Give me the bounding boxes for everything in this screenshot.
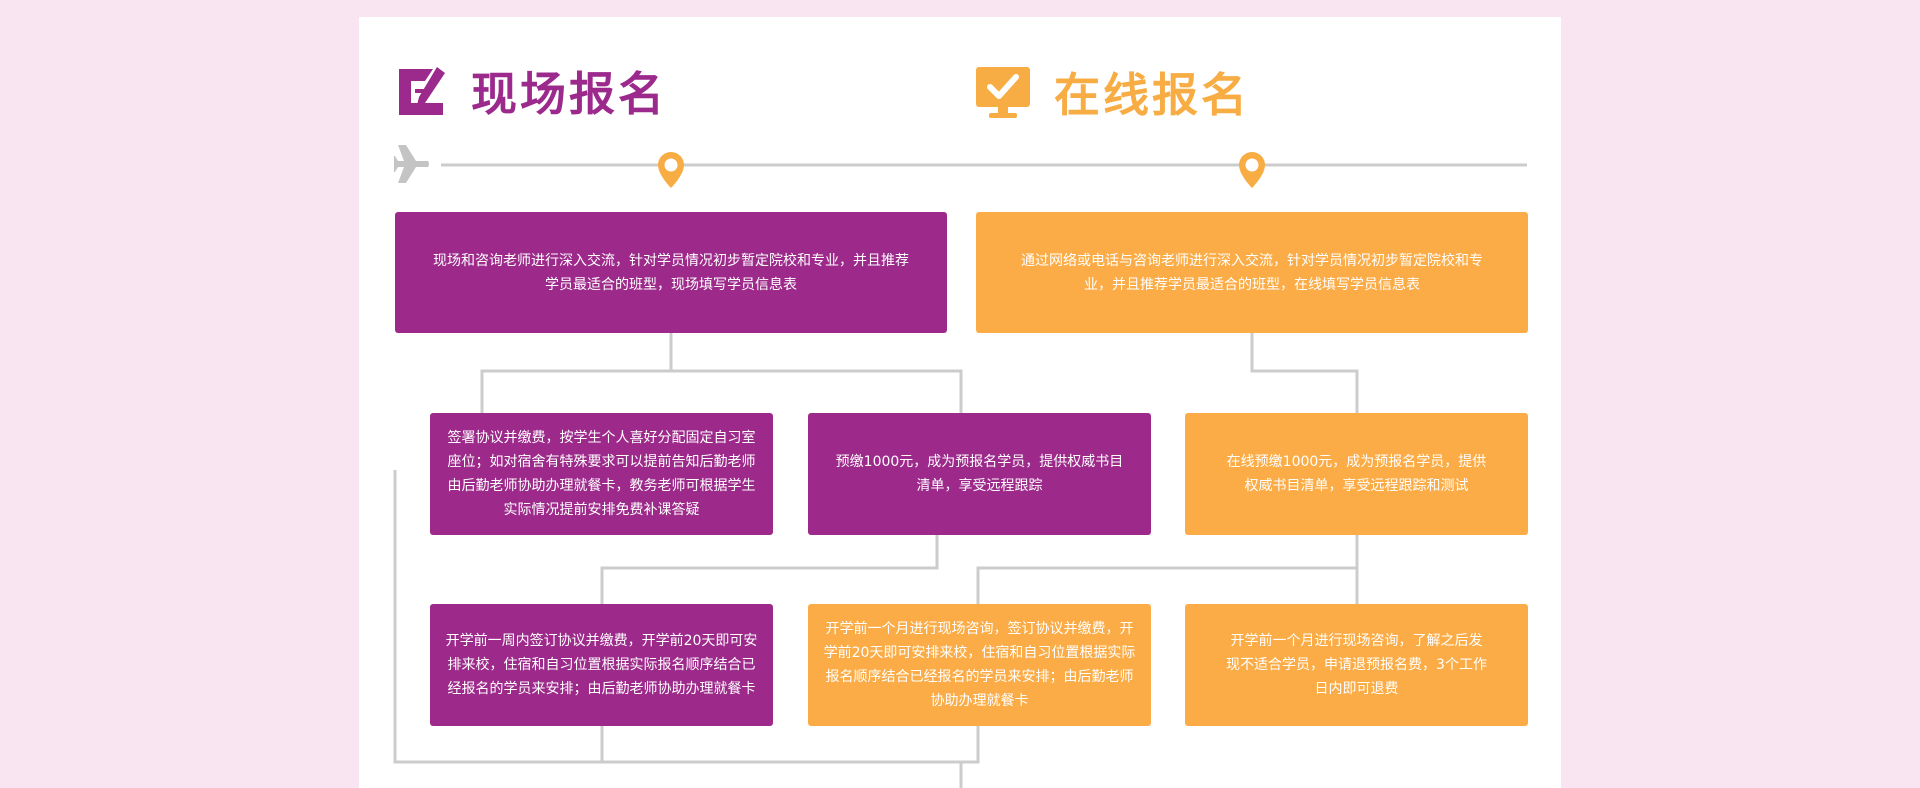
onsite-heading: 现场报名 <box>395 67 667 121</box>
onsite-option-month-box: 开学前一个月进行现场咨询，签订协议并缴费，开学前20天即可安排来校，住宿和自习位… <box>808 604 1151 726</box>
online-refund-box: 开学前一个月进行现场咨询，了解之后发现不适合学员，申请退预报名费，3个工作日内即… <box>1185 604 1528 726</box>
flow-connectors <box>393 163 1527 788</box>
onsite-pay-box: 签署协议并缴费，按学生个人喜好分配固定自习室座位；如对宿舍有特殊要求可以提前告知… <box>430 413 773 535</box>
map-pin-icon <box>655 150 687 196</box>
monitor-check-icon <box>976 67 1030 123</box>
connector-onsite-to-deposit <box>671 369 963 413</box>
connector-left-loop <box>393 470 604 764</box>
onsite-deposit-box: 预缴1000元，成为预报名学员，提供权威书目清单，享受远程跟踪 <box>808 413 1151 535</box>
connector-deposit-option2 <box>976 566 1357 604</box>
connector-deposit-options <box>600 534 939 604</box>
connector-online-1-2 <box>1250 332 1359 413</box>
online-deposit-box: 在线预缴1000元，成为预报名学员，提供权威书目清单，享受远程跟踪和测试 <box>1185 413 1528 535</box>
onsite-option-week-box: 开学前一周内签订协议并缴费，开学前20天即可安排来校，住宿和自习位置根据实际报名… <box>430 604 773 726</box>
onsite-step1-box: 现场和咨询老师进行深入交流，针对学员情况初步暂定院校和专业，并且推荐学员最适合的… <box>395 212 947 333</box>
online-heading: 在线报名 <box>976 67 1250 123</box>
content-panel: 现场报名 在线报名 现场和咨询老师进行深入交流，针对学员情况初步暂定院校和专 <box>359 17 1561 788</box>
online-title: 在线报名 <box>1054 68 1250 122</box>
pencil-note-icon <box>395 67 447 121</box>
online-step1-box: 通过网络或电话与咨询老师进行深入交流，针对学员情况初步暂定院校和专业，并且推荐学… <box>976 212 1528 333</box>
airplane-icon <box>394 143 430 189</box>
onsite-title: 现场报名 <box>471 67 667 121</box>
connector-bottom-merge <box>602 725 980 764</box>
connector-onsite-split <box>480 332 673 413</box>
map-pin-icon <box>1236 150 1268 196</box>
